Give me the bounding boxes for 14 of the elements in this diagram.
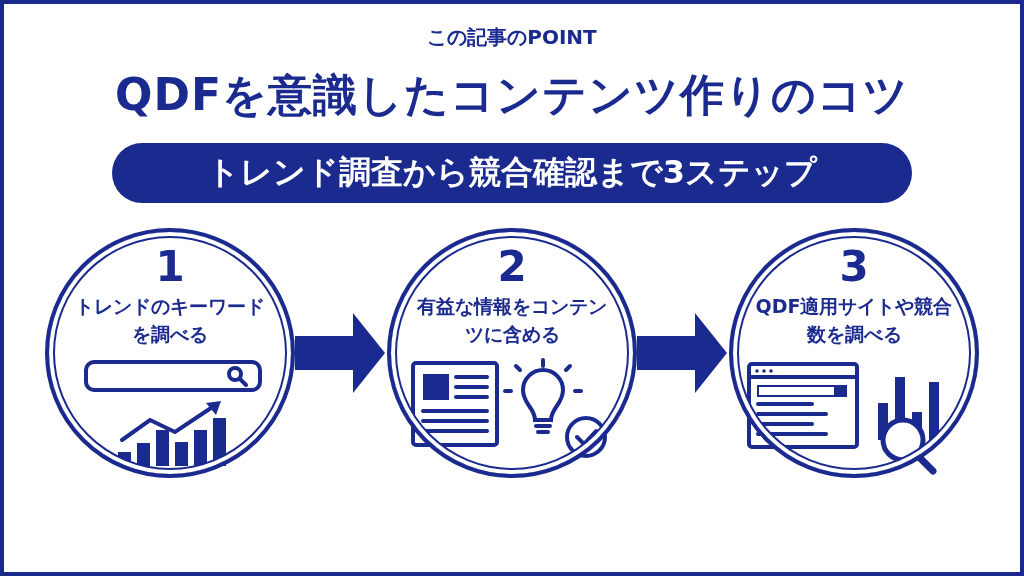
step-number: 2 (496, 244, 528, 290)
title: QDFを意識したコンテンツ作りのコツ (114, 68, 910, 122)
arrow (637, 313, 727, 393)
arrow (295, 313, 385, 393)
step-text: 有益な情報をコンテンツに含める (416, 294, 608, 347)
subtitle: この記事のPOINT (426, 24, 598, 51)
step-text: QDF適用サイトや競合数を調べる (754, 294, 954, 347)
step-number: 1 (154, 244, 186, 290)
step-text: トレンドのキーワードを調べる (74, 294, 266, 347)
step-number: 3 (838, 244, 870, 290)
step-banner: トレンド調査から競合確認まで3ステップ (112, 143, 912, 203)
step-circle (387, 228, 637, 478)
step-circle (729, 228, 979, 478)
step-circle (45, 228, 295, 478)
